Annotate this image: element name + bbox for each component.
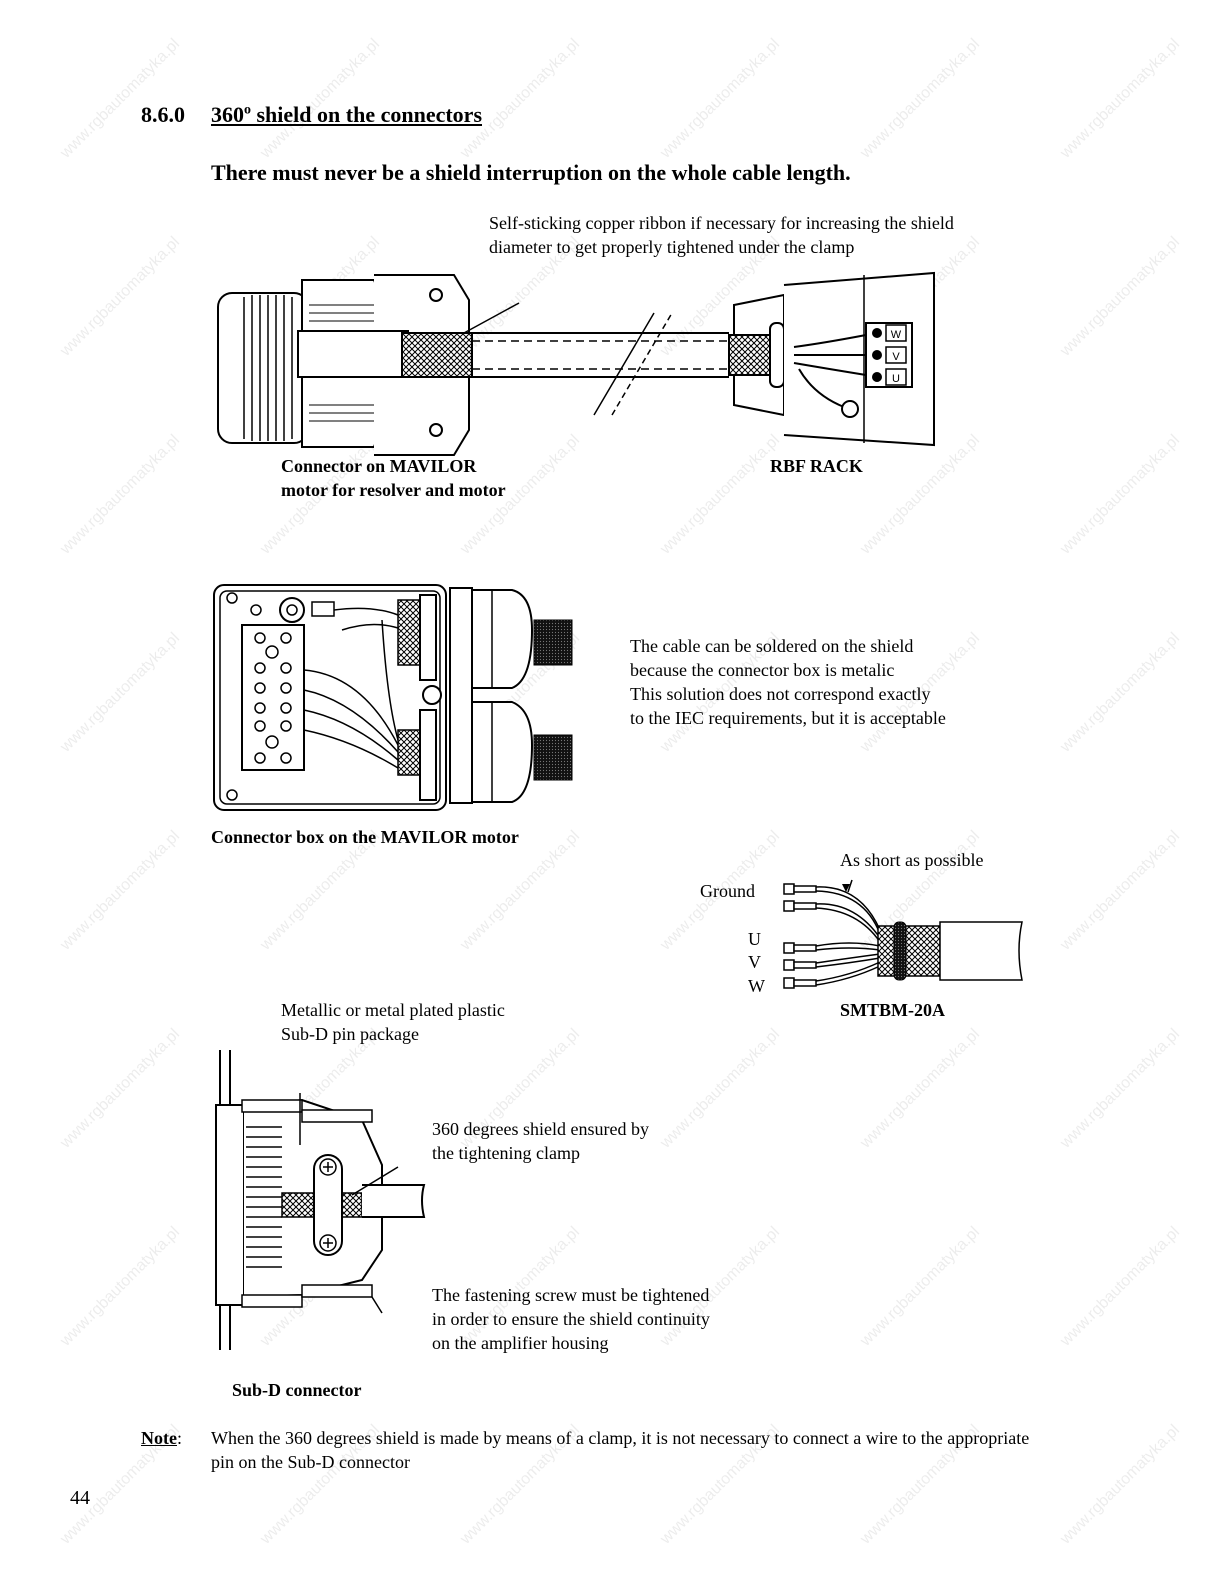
watermark-text: www.rgbautomatyka.pl <box>257 35 384 162</box>
watermark-text: www.rgbautomatyka.pl <box>57 35 184 162</box>
sub-d-caption: Sub-D connector <box>232 1380 362 1400</box>
watermark-text: www.rgbautomatyka.pl <box>1057 629 1184 756</box>
terminal-label-w: W <box>891 329 902 341</box>
connector-box-caption: Connector box on the MAVILOR motor <box>211 827 519 847</box>
watermark-text: www.rgbautomatyka.pl <box>857 1223 984 1350</box>
package-note-line2: Sub-D pin package <box>281 1024 419 1044</box>
subheading: There must never be a shield interruptio… <box>211 160 851 185</box>
connector-box-note-line3: This solution does not correspond exactl… <box>630 684 931 704</box>
section-number: 8.6.0 <box>141 102 185 127</box>
note-line2: pin on the Sub-D connector <box>211 1452 410 1472</box>
terminal-label-u: U <box>892 373 900 385</box>
watermark-text: www.rgbautomatyka.pl <box>1057 233 1184 360</box>
screw-note-line1: The fastening screw must be tightened <box>432 1285 710 1305</box>
watermark-text: www.rgbautomatyka.pl <box>1057 1025 1184 1152</box>
watermark-text: www.rgbautomatyka.pl <box>1057 1223 1184 1350</box>
package-note-line1: Metallic or metal plated plastic <box>281 1000 505 1020</box>
watermark-text: www.rgbautomatyka.pl <box>57 629 184 756</box>
ribbon-note-line2: diameter to get properly tightened under… <box>489 237 855 257</box>
v-label: V <box>748 952 761 972</box>
ground-label: Ground <box>700 881 755 901</box>
terminal-label-v: V <box>892 351 900 363</box>
note-colon: : <box>176 1428 182 1448</box>
watermark-text: www.rgbautomatyka.pl <box>57 827 184 954</box>
watermark-text: www.rgbautomatyka.pl <box>1057 827 1184 954</box>
watermark-text: www.rgbautomatyka.pl <box>857 1025 984 1152</box>
connector-box-note-line4: to the IEC requirements, but it is accep… <box>630 708 946 728</box>
clamp-note-line1: 360 degrees shield ensured by <box>432 1119 649 1139</box>
note-label-text: Note <box>141 1428 177 1448</box>
note-label: Note: <box>141 1426 182 1450</box>
watermark-text: www.rgbautomatyka.pl <box>57 1223 184 1350</box>
watermark-text: www.rgbautomatyka.pl <box>1057 35 1184 162</box>
watermark-text: www.rgbautomatyka.pl <box>657 35 784 162</box>
connector-box-note-line2: because the connector box is metalic <box>630 660 895 680</box>
watermark-text: www.rgbautomatyka.pl <box>1057 1421 1184 1548</box>
motor-connector-caption-line2: motor for resolver and motor <box>281 480 506 500</box>
page-number: 44 <box>70 1487 90 1509</box>
sub-d-connector-illustration <box>212 1045 432 1355</box>
connector-box-illustration <box>212 580 582 815</box>
motor-to-rack-cable-illustration: W V U <box>214 265 944 460</box>
watermark-text: www.rgbautomatyka.pl <box>1057 431 1184 558</box>
connector-box-note-line1: The cable can be soldered on the shield <box>630 636 914 656</box>
screw-note-line2: in order to ensure the shield continuity <box>432 1309 710 1329</box>
screw-note-line3: on the amplifier housing <box>432 1333 609 1353</box>
watermark-text: www.rgbautomatyka.pl <box>57 233 184 360</box>
rbf-rack-caption: RBF RACK <box>770 456 863 476</box>
w-label: W <box>748 976 765 996</box>
note-line1: When the 360 degrees shield is made by m… <box>211 1428 1030 1448</box>
u-label: U <box>748 929 761 949</box>
section-title-value: 360 <box>211 102 244 127</box>
watermark-text: www.rgbautomatyka.pl <box>657 1025 784 1152</box>
watermark-text: www.rgbautomatyka.pl <box>857 35 984 162</box>
ribbon-note-line1: Self-sticking copper ribbon if necessary… <box>489 213 954 233</box>
smtbm-caption: SMTBM-20A <box>840 1000 945 1020</box>
watermark-text: www.rgbautomatyka.pl <box>457 35 584 162</box>
section-title-superscript: o <box>244 102 251 118</box>
motor-connector-caption-line1: Connector on MAVILOR <box>281 456 477 476</box>
watermark-text: www.rgbautomatyka.pl <box>57 431 184 558</box>
smtbm-cable-illustration <box>780 870 1030 995</box>
watermark-text: www.rgbautomatyka.pl <box>57 1025 184 1152</box>
clamp-note-line2: the tightening clamp <box>432 1143 580 1163</box>
short-as-possible-note: As short as possible <box>840 850 984 870</box>
section-title: 360o shield on the connectors <box>211 102 482 128</box>
section-title-rest: shield on the connectors <box>251 102 483 127</box>
